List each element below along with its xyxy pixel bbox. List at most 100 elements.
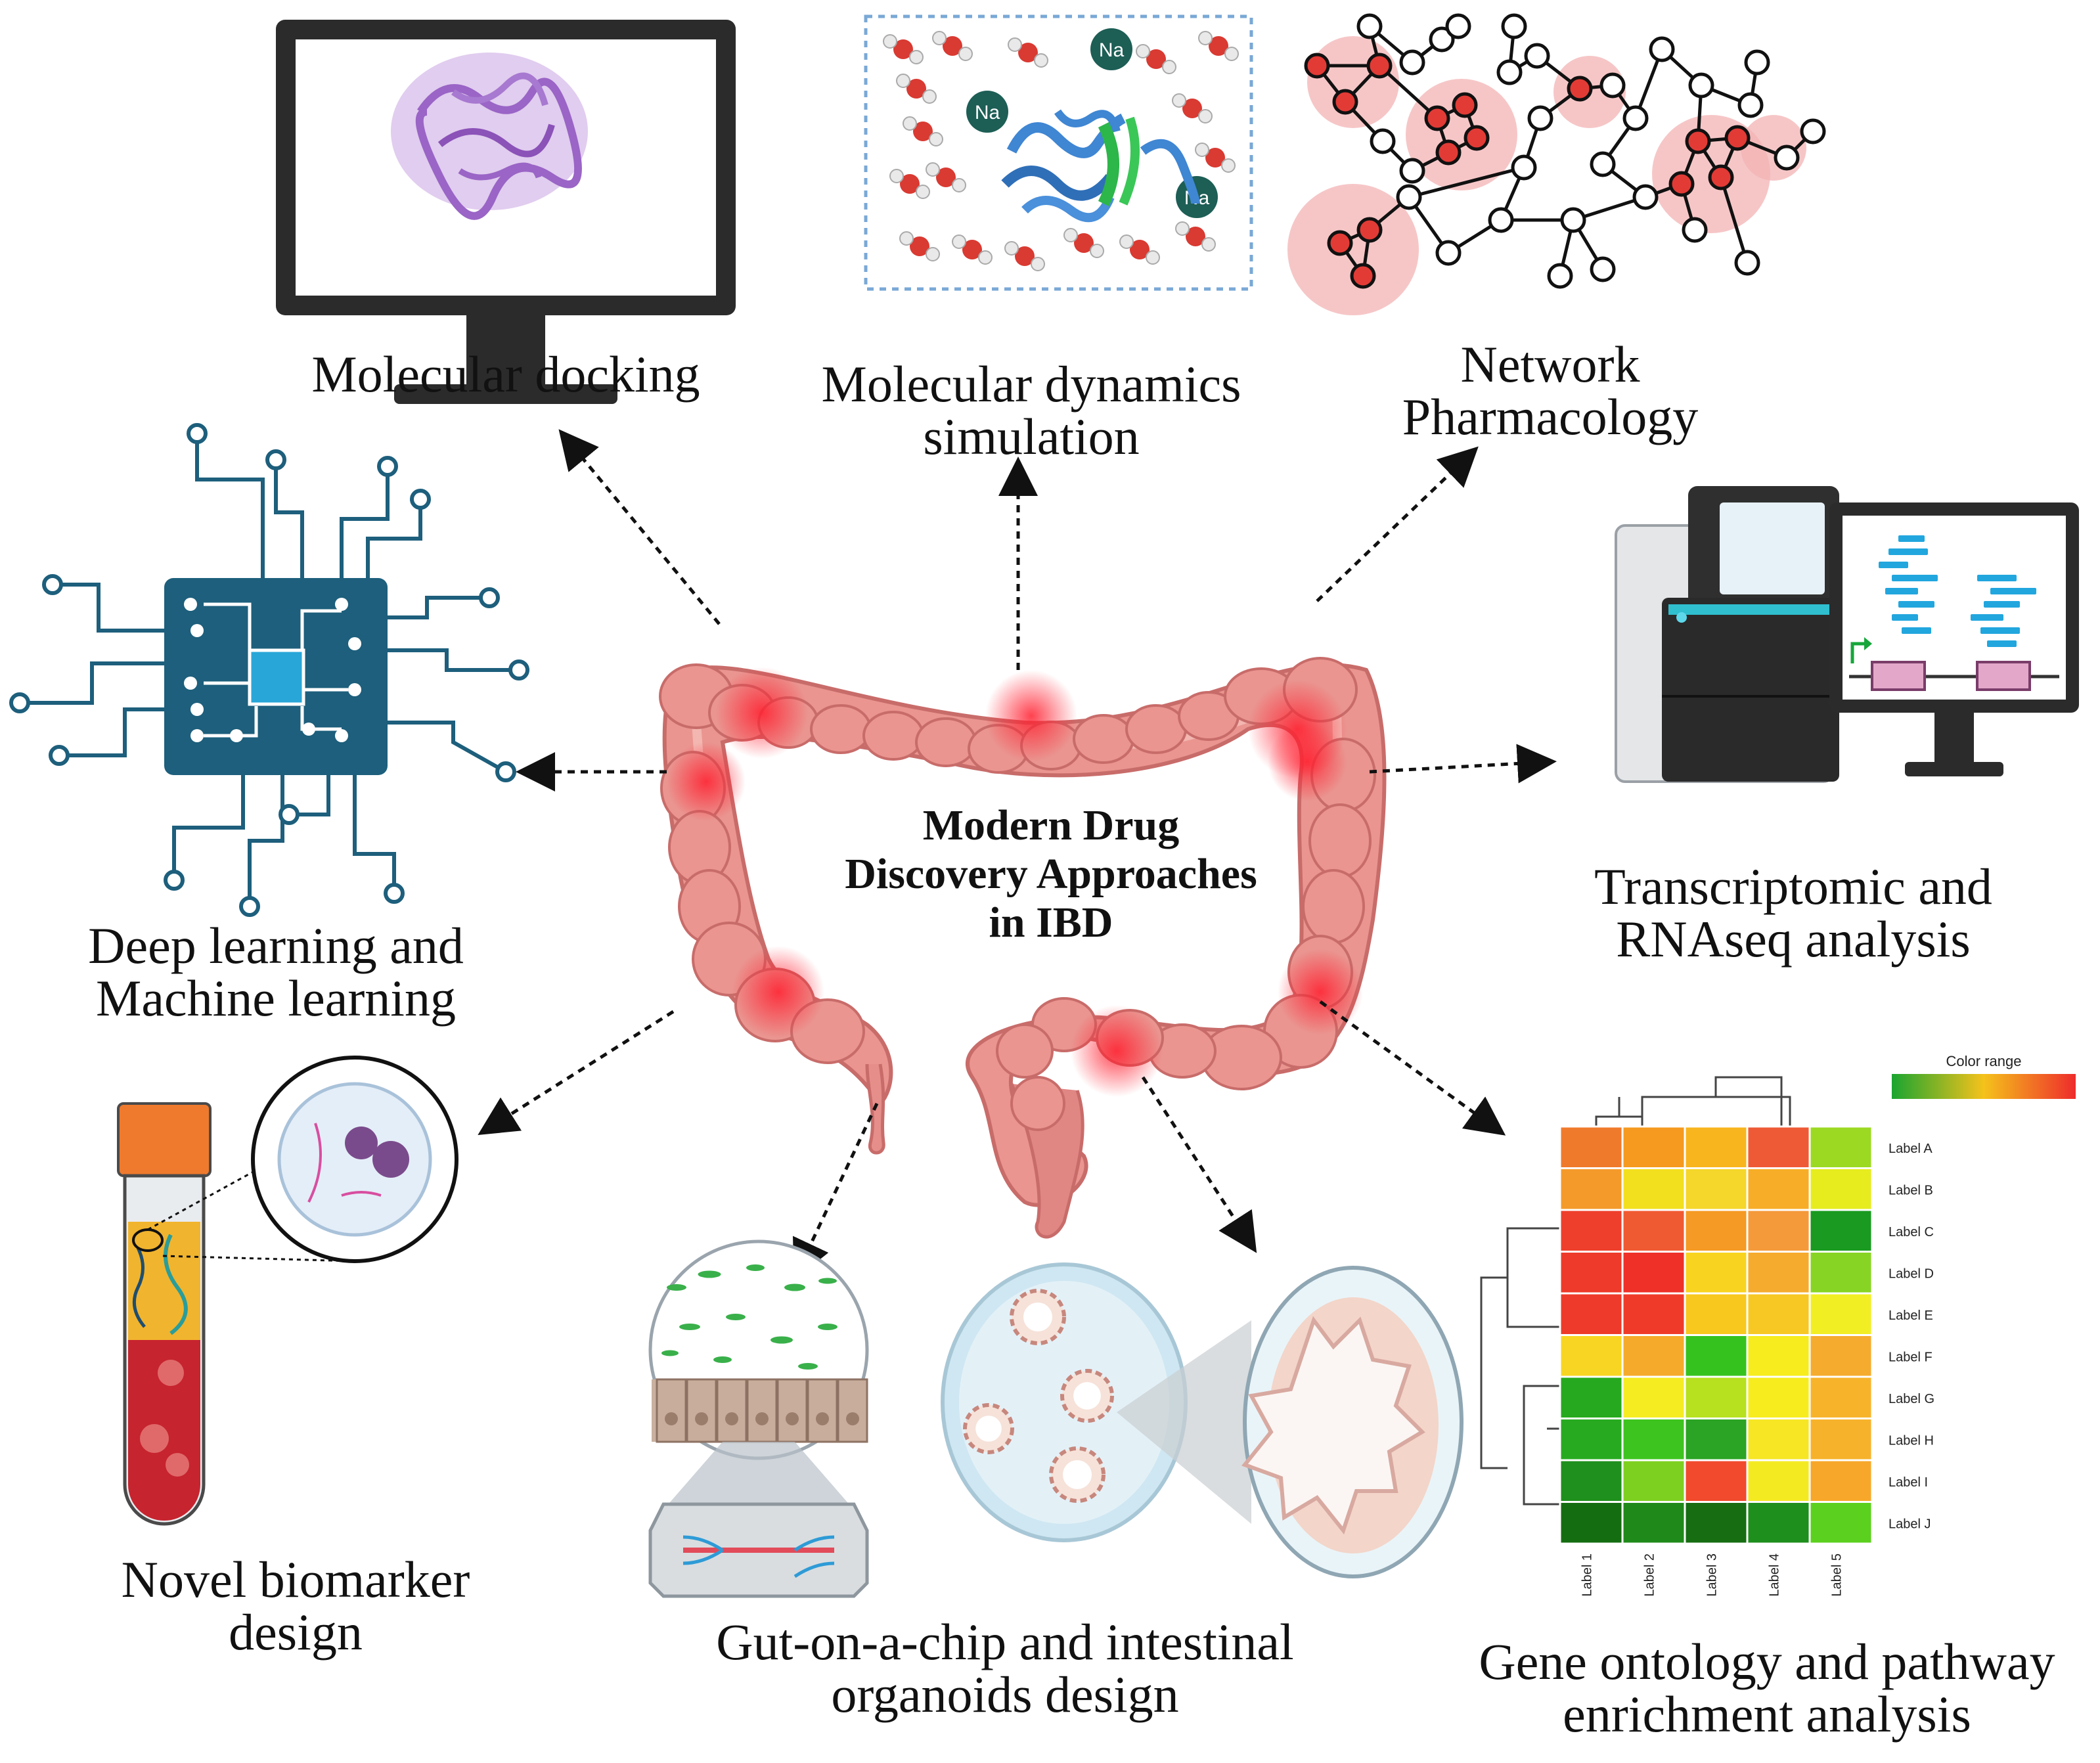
epithelial-cell [807, 1378, 838, 1443]
water-molecule [926, 162, 966, 192]
colon-haustrum [1125, 704, 1187, 754]
network-node [1724, 125, 1751, 151]
heatmap-cell [1621, 1167, 1686, 1211]
label-deep-learning: Deep learning and Machine learning [88, 917, 464, 1027]
network-node [1356, 217, 1383, 243]
circuit-terminal [410, 489, 431, 510]
network-edge [1378, 64, 1439, 120]
sequencing-read [1902, 627, 1931, 634]
circuit-terminal [239, 896, 260, 917]
circuit-terminal [479, 587, 500, 608]
network-node [1501, 13, 1527, 39]
network-node [1350, 263, 1376, 289]
heatmap-cell [1559, 1417, 1624, 1462]
water-molecule [1198, 31, 1239, 61]
circuit-trace [172, 775, 245, 880]
heatmap-cell [1621, 1417, 1686, 1462]
network-node [1590, 151, 1616, 177]
heatmap-cell [1746, 1167, 1811, 1211]
heatmap-cell [1559, 1251, 1624, 1295]
network-node [1708, 164, 1734, 190]
heatmap-cell [1621, 1459, 1686, 1503]
label-biomarker: Novel biomarker design [121, 1551, 470, 1661]
circuit-terminal [279, 804, 300, 825]
water-molecule [889, 169, 930, 199]
epithelial-cell [686, 1378, 717, 1443]
network-node [1599, 72, 1626, 99]
heatmap-col-label: Label 3 [1705, 1553, 1720, 1597]
sequencing-read [1971, 614, 2003, 621]
heatmap-col-label: Label 5 [1830, 1553, 1844, 1597]
network-node [1744, 49, 1770, 76]
heatmap-cell [1559, 1292, 1624, 1336]
arrows [478, 429, 1557, 1280]
circuit-terminal [495, 761, 516, 782]
network-node [1622, 105, 1649, 131]
sequencing-read [1888, 548, 1928, 555]
circuit-terminal [164, 870, 185, 891]
epithelial-cell [837, 1378, 868, 1443]
protein-ribbon [1001, 109, 1200, 223]
heatmap-col-label: Label 4 [1768, 1553, 1782, 1597]
cell-nucleus [816, 1412, 829, 1425]
circuit-trace [289, 775, 330, 816]
network-node [1304, 53, 1330, 79]
heatmap-cell [1746, 1459, 1811, 1503]
circuit-trace [53, 583, 164, 633]
network-node [1560, 207, 1586, 233]
colon-haustrum [996, 1023, 1054, 1079]
heatmap-cell [1684, 1459, 1749, 1503]
heatmap-row-label: Label B [1888, 1183, 1933, 1197]
heatmap-cell [1559, 1459, 1624, 1503]
colon-haustrum [1010, 1076, 1065, 1131]
network-node [1424, 105, 1450, 131]
water-molecule [1136, 44, 1176, 74]
chip-trace [204, 706, 258, 738]
bacterium [746, 1264, 765, 1271]
chip-trace [300, 609, 342, 650]
network-node [1800, 118, 1826, 145]
sequencing-read [1977, 575, 2017, 581]
circuit-terminal [42, 574, 63, 595]
bacterium [713, 1356, 732, 1363]
bacterium [667, 1284, 686, 1291]
heatmap-row-label: Label G [1888, 1392, 1934, 1406]
circuit-terminal [384, 883, 405, 904]
heatmap-col-label: Label 1 [1580, 1553, 1595, 1597]
water-molecule [896, 74, 937, 104]
heatmap-col-label: Label 2 [1643, 1553, 1657, 1597]
network-node [1463, 125, 1490, 151]
epithelial-cell [776, 1378, 808, 1443]
circuit-trace [353, 775, 396, 893]
heatmap-cell [1621, 1125, 1686, 1169]
heatmap-row-label: Label A [1888, 1142, 1932, 1156]
heatmap-cell [1621, 1209, 1686, 1253]
heatmap-cell [1684, 1292, 1749, 1336]
organoid-lumen [975, 1416, 1002, 1442]
colon-illustration [659, 657, 1387, 1239]
network-node [1435, 240, 1462, 266]
water-molecule [1004, 241, 1045, 271]
network-node [1688, 72, 1714, 99]
network-node [1668, 171, 1695, 197]
chip-trace [300, 706, 342, 731]
label-network-pharmacology: Network Pharmacology [1402, 336, 1699, 445]
water-molecule [932, 31, 973, 61]
chip-pad [184, 677, 197, 690]
circuit-trace [388, 648, 519, 672]
heatmap-cell [1746, 1292, 1811, 1336]
organoid-lumen [1023, 1303, 1052, 1331]
water-molecule [903, 116, 943, 146]
heatmap-cell [1808, 1125, 1873, 1169]
heatmap-row-label: Label C [1888, 1225, 1934, 1239]
chip-pad [348, 637, 361, 650]
sequencer-icon [1615, 486, 1839, 783]
epithelial-cell [746, 1378, 778, 1443]
heatmap-legend-title: Color range [1946, 1053, 2022, 1069]
colon-haustrum [1073, 714, 1134, 764]
bacterium [726, 1314, 746, 1320]
chip-pad [190, 624, 204, 637]
